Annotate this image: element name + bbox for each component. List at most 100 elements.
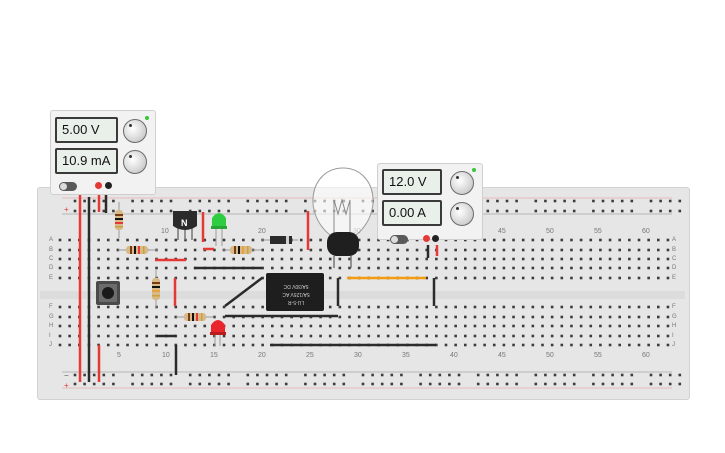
breadboard-hole[interactable] xyxy=(280,257,284,261)
led-red[interactable] xyxy=(210,320,226,346)
breadboard-hole[interactable] xyxy=(618,315,621,319)
breadboard-hole[interactable] xyxy=(73,373,77,377)
breadboard-hole[interactable] xyxy=(290,324,293,328)
breadboard-hole[interactable] xyxy=(521,248,525,252)
breadboard-hole[interactable] xyxy=(464,315,467,319)
breadboard-hole[interactable] xyxy=(222,334,226,338)
breadboard-hole[interactable] xyxy=(58,343,62,347)
breadboard-hole[interactable] xyxy=(521,343,525,347)
breadboard-hole[interactable] xyxy=(280,324,284,328)
breadboard-hole[interactable] xyxy=(570,305,573,309)
breadboard-hole[interactable] xyxy=(261,334,264,338)
breadboard-hole[interactable] xyxy=(112,209,115,213)
breadboard-hole[interactable] xyxy=(618,324,621,328)
power-switch[interactable] xyxy=(390,235,408,244)
breadboard-hole[interactable] xyxy=(563,199,566,203)
breadboard-hole[interactable] xyxy=(492,257,496,261)
breadboard-hole[interactable] xyxy=(145,315,149,319)
breadboard-hole[interactable] xyxy=(483,276,486,280)
breadboard-hole[interactable] xyxy=(348,334,351,338)
breadboard-hole[interactable] xyxy=(280,266,284,270)
breadboard-hole[interactable] xyxy=(541,238,544,242)
breadboard-hole[interactable] xyxy=(618,266,621,270)
breadboard-hole[interactable] xyxy=(338,334,342,338)
power-supply-left[interactable]: 5.00 V 10.9 mA xyxy=(50,110,156,195)
breadboard-hole[interactable] xyxy=(425,248,428,252)
breadboard-hole[interactable] xyxy=(169,209,173,213)
breadboard-hole[interactable] xyxy=(550,238,554,242)
breadboard-hole[interactable] xyxy=(492,305,496,309)
breadboard-hole[interactable] xyxy=(483,248,486,252)
breadboard-hole[interactable] xyxy=(483,324,486,328)
breadboard-hole[interactable] xyxy=(454,324,457,328)
breadboard-hole[interactable] xyxy=(579,343,583,347)
breadboard-hole[interactable] xyxy=(338,305,342,309)
breadboard-hole[interactable] xyxy=(155,324,158,328)
breadboard-hole[interactable] xyxy=(486,199,490,203)
breadboard-hole[interactable] xyxy=(313,382,317,386)
breadboard-hole[interactable] xyxy=(464,324,467,328)
breadboard-hole[interactable] xyxy=(666,334,670,338)
breadboard-hole[interactable] xyxy=(608,238,612,242)
breadboard-hole[interactable] xyxy=(155,334,158,338)
breadboard-hole[interactable] xyxy=(188,382,192,386)
breadboard-hole[interactable] xyxy=(242,334,245,338)
breadboard-hole[interactable] xyxy=(464,305,467,309)
breadboard-hole[interactable] xyxy=(242,343,245,347)
breadboard-hole[interactable] xyxy=(265,373,269,377)
breadboard-hole[interactable] xyxy=(657,334,660,338)
breadboard-hole[interactable] xyxy=(348,266,351,270)
breadboard-hole[interactable] xyxy=(620,382,624,386)
breadboard-hole[interactable] xyxy=(280,248,284,252)
breadboard-hole[interactable] xyxy=(599,257,602,261)
breadboard-hole[interactable] xyxy=(319,238,322,242)
breadboard-hole[interactable] xyxy=(106,266,110,270)
breadboard-hole[interactable] xyxy=(666,343,670,347)
breadboard-hole[interactable] xyxy=(377,266,380,270)
breadboard-hole[interactable] xyxy=(155,238,158,242)
breadboard-hole[interactable] xyxy=(304,382,307,386)
breadboard-hole[interactable] xyxy=(256,382,259,386)
breadboard-hole[interactable] xyxy=(102,199,106,203)
breadboard-hole[interactable] xyxy=(251,324,255,328)
breadboard-hole[interactable] xyxy=(512,343,515,347)
breadboard-hole[interactable] xyxy=(415,315,419,319)
breadboard-hole[interactable] xyxy=(502,248,506,252)
current-knob[interactable] xyxy=(123,150,147,174)
breadboard-hole[interactable] xyxy=(589,276,593,280)
breadboard-hole[interactable] xyxy=(145,266,149,270)
breadboard-hole[interactable] xyxy=(483,343,486,347)
breadboard-hole[interactable] xyxy=(657,324,660,328)
breadboard-hole[interactable] xyxy=(106,238,110,242)
breadboard-hole[interactable] xyxy=(521,324,525,328)
breadboard-hole[interactable] xyxy=(628,343,631,347)
breadboard-hole[interactable] xyxy=(678,382,682,386)
breadboard-hole[interactable] xyxy=(541,248,544,252)
breadboard-hole[interactable] xyxy=(116,257,120,261)
breadboard-hole[interactable] xyxy=(203,334,207,338)
breadboard-hole[interactable] xyxy=(357,324,361,328)
breadboard-hole[interactable] xyxy=(464,266,467,270)
breadboard-hole[interactable] xyxy=(155,315,158,319)
breadboard-hole[interactable] xyxy=(611,382,614,386)
breadboard-hole[interactable] xyxy=(435,305,438,309)
breadboard-hole[interactable] xyxy=(251,276,255,280)
breadboard-hole[interactable] xyxy=(608,276,612,280)
breadboard-hole[interactable] xyxy=(242,257,245,261)
breadboard-hole[interactable] xyxy=(628,257,631,261)
breadboard-hole[interactable] xyxy=(309,257,313,261)
breadboard-hole[interactable] xyxy=(193,276,197,280)
breadboard-hole[interactable] xyxy=(601,373,605,377)
breadboard-hole[interactable] xyxy=(145,305,149,309)
breadboard-hole[interactable] xyxy=(367,248,371,252)
breadboard-hole[interactable] xyxy=(68,305,71,309)
breadboard-hole[interactable] xyxy=(444,248,448,252)
breadboard-hole[interactable] xyxy=(637,334,641,338)
breadboard-hole[interactable] xyxy=(589,238,593,242)
breadboard-hole[interactable] xyxy=(145,238,149,242)
breadboard-hole[interactable] xyxy=(541,315,544,319)
breadboard-hole[interactable] xyxy=(608,248,612,252)
breadboard-hole[interactable] xyxy=(106,305,110,309)
breadboard-hole[interactable] xyxy=(560,266,564,270)
breadboard-hole[interactable] xyxy=(299,324,303,328)
